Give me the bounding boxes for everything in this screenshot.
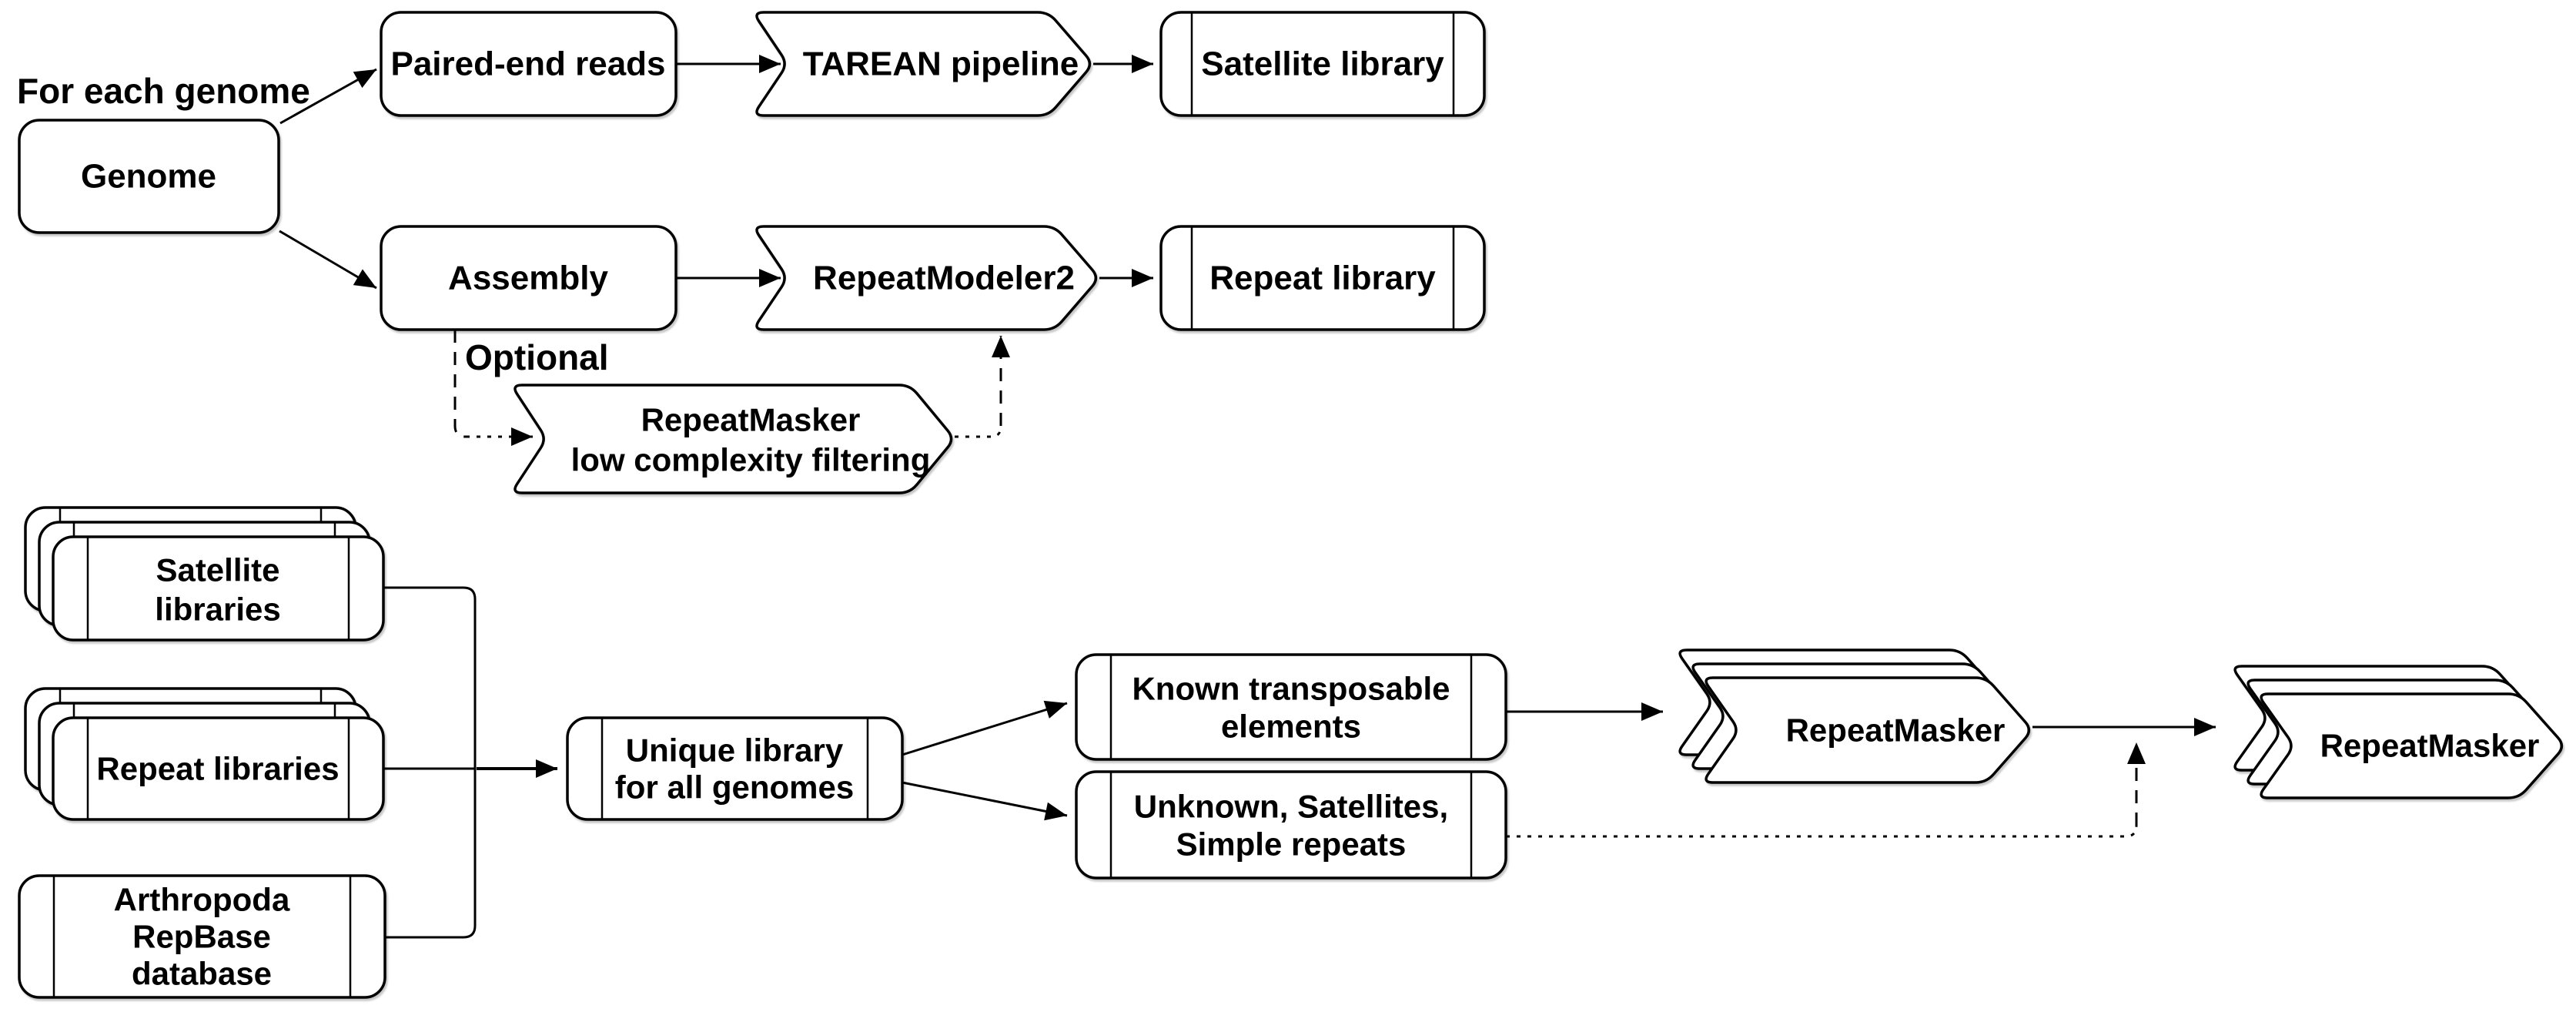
repeatmasker-filtering-line2: low complexity filtering	[571, 442, 931, 478]
node-repeat-libraries: Repeat libraries	[24, 687, 385, 821]
for-each-genome-label: For each genome	[17, 71, 310, 111]
edge-unknown-repeatmasker2-dotted	[1506, 825, 2138, 838]
edge-genome-paired-end-reads	[279, 68, 377, 125]
node-repeatmodeler2: RepeatModeler2	[755, 225, 1098, 331]
repeatmasker-filtering-shape	[514, 384, 953, 494]
tarean-pipeline-label: TAREAN pipeline	[803, 45, 1079, 83]
repeatmasker-run1-label: RepeatMasker	[1786, 712, 2006, 749]
node-assembly: Assembly	[380, 225, 677, 331]
node-paired-end-reads: Paired-end reads	[380, 11, 677, 117]
repeatmasker-filtering-line1: RepeatMasker	[641, 402, 861, 438]
arthropoda-repbase-line3: database	[132, 956, 272, 992]
node-repeat-library: Repeat library	[1159, 225, 1486, 331]
tarean-pipeline-shape	[755, 11, 1092, 117]
genome-box	[18, 119, 280, 234]
assembly-label: Assembly	[448, 260, 608, 297]
node-unique-library: Unique library for all genomes	[566, 716, 904, 821]
satellite-libraries-line2: libraries	[155, 591, 280, 628]
edge-unique-known	[902, 700, 1068, 756]
satellite-libraries-box	[52, 535, 385, 642]
known-transposable-line2: elements	[1221, 709, 1361, 745]
satellite-library-box	[1159, 11, 1486, 117]
node-satellite-library: Satellite library	[1159, 11, 1486, 117]
unique-library-line1: Unique library	[626, 732, 844, 769]
paired-end-reads-label: Paired-end reads	[390, 45, 665, 83]
edge-libraries-bracket	[383, 586, 477, 939]
satellite-library-label: Satellite library	[1201, 45, 1444, 83]
repeat-libraries-box	[52, 716, 385, 821]
repeat-libraries-label: Repeat libraries	[96, 751, 339, 787]
repeatmasker-run2-label: RepeatMasker	[2320, 728, 2540, 764]
assembly-box	[380, 225, 677, 331]
node-repeatmasker-run1: RepeatMasker	[1678, 648, 2031, 784]
unknown-satellites-line1: Unknown, Satellites,	[1134, 789, 1448, 825]
arthropoda-repbase-line2: RepBase	[132, 919, 271, 955]
unknown-satellites-box	[1075, 770, 1507, 880]
repeatmasker-run2-shape	[2260, 692, 2564, 799]
arthropoda-repbase-box	[18, 874, 386, 999]
genome-label: Genome	[81, 158, 216, 196]
unique-library-line2: for all genomes	[615, 769, 854, 806]
repeat-library-box	[1159, 225, 1486, 331]
edges	[279, 55, 2216, 939]
node-repeatmasker-filtering: RepeatMasker low complexity filtering	[514, 384, 953, 494]
edge-unique-unknown	[902, 781, 1068, 821]
node-satellite-libraries: Satellite libraries	[24, 506, 385, 642]
repeatmodeler2-label: RepeatModeler2	[813, 260, 1075, 297]
node-tarean-pipeline: TAREAN pipeline	[755, 11, 1092, 117]
edge-genome-assembly	[279, 230, 377, 290]
node-genome: Genome	[18, 119, 280, 234]
known-transposable-line1: Known transposable	[1132, 671, 1450, 707]
node-known-transposable-elements: Known transposable elements	[1075, 653, 1507, 761]
optional-label: Optional	[465, 337, 609, 377]
node-repeatmasker-run2: RepeatMasker	[2233, 665, 2564, 799]
paired-end-reads-box	[380, 11, 677, 117]
unique-library-box	[566, 716, 904, 821]
repeatmodeler2-shape	[755, 225, 1098, 331]
arthropoda-repbase-line1: Arthropoda	[114, 882, 290, 918]
node-arthropoda-repbase: Arthropoda RepBase database	[18, 874, 386, 999]
edge-filtering-repeatmodeler2-dotted	[955, 425, 1002, 438]
known-transposable-box	[1075, 653, 1507, 761]
satellite-libraries-line1: Satellite	[156, 552, 279, 588]
unknown-satellites-line2: Simple repeats	[1176, 826, 1407, 863]
node-unknown-satellites: Unknown, Satellites, Simple repeats	[1075, 770, 1507, 880]
repeat-library-label: Repeat library	[1209, 260, 1436, 297]
repeatmasker-run1-shape	[1705, 676, 2031, 784]
edge-assembly-filtering-dashed	[453, 330, 467, 438]
